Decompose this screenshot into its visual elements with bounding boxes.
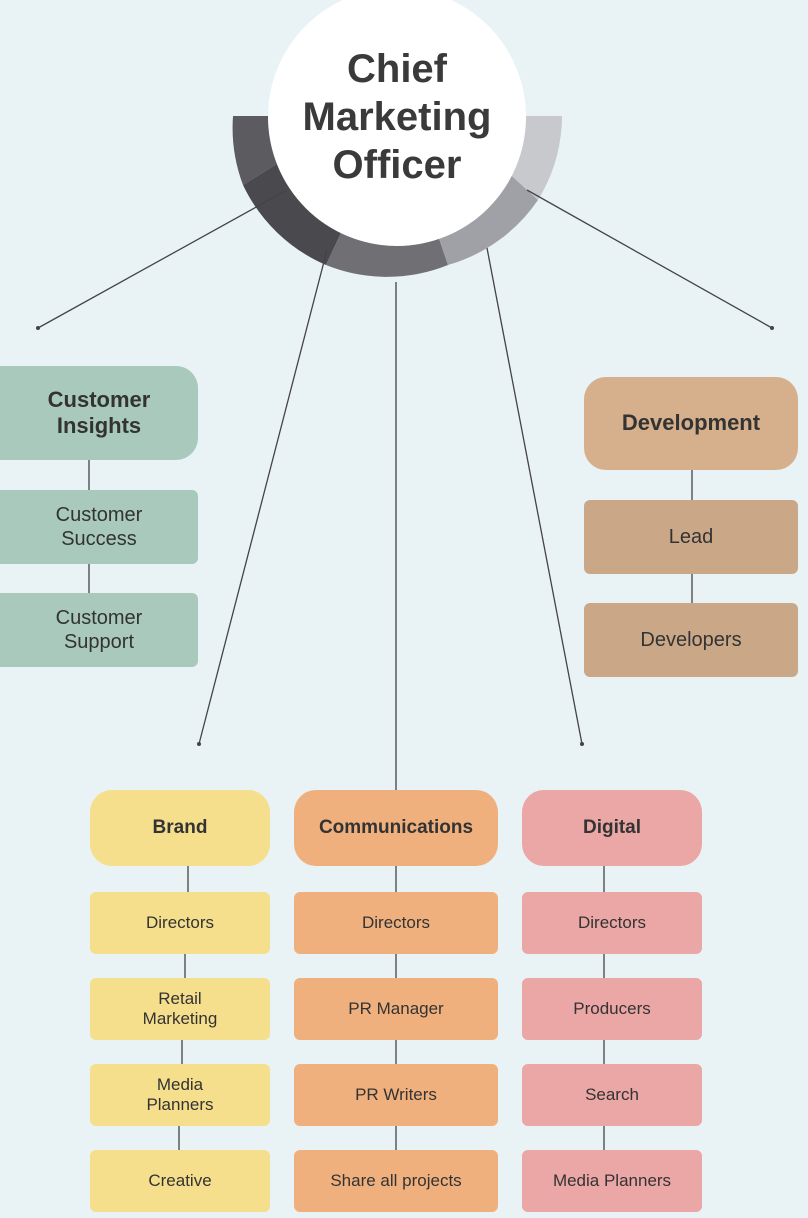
connector-digital <box>486 247 583 745</box>
brand-directors-box: Directors <box>90 892 270 954</box>
digital-header: Digital <box>522 790 702 866</box>
communications-header: Communications <box>294 790 498 866</box>
connector-customer-insights <box>37 189 288 329</box>
brand-header: Brand <box>90 790 270 866</box>
pr-manager-box: PR Manager <box>294 978 498 1040</box>
lead-box: Lead <box>584 500 798 574</box>
development-header: Development <box>584 377 798 470</box>
search-box: Search <box>522 1064 702 1126</box>
communications-directors-box: Directors <box>294 892 498 954</box>
developers-box: Developers <box>584 603 798 677</box>
pr-writers-box: PR Writers <box>294 1064 498 1126</box>
customer-insights-header: Customer Insights <box>0 366 198 460</box>
ring-segment-2 <box>243 152 348 265</box>
digital-media-planners-box: Media Planners <box>522 1150 702 1212</box>
producers-box: Producers <box>522 978 702 1040</box>
brand-creative-box: Creative <box>90 1150 270 1212</box>
digital-directors-box: Directors <box>522 892 702 954</box>
customer-support-box: Customer Support <box>0 593 198 667</box>
brand-retail-marketing-box: Retail Marketing <box>90 978 270 1040</box>
chief-marketing-officer-node: Chief Marketing Officer <box>268 0 526 246</box>
customer-success-box: Customer Success <box>0 490 198 564</box>
connector-brand <box>198 249 328 745</box>
brand-media-planners-box: Media Planners <box>90 1064 270 1126</box>
connector-development <box>526 189 773 329</box>
ring-segment-4 <box>432 165 538 265</box>
share-all-projects-box: Share all projects <box>294 1150 498 1212</box>
